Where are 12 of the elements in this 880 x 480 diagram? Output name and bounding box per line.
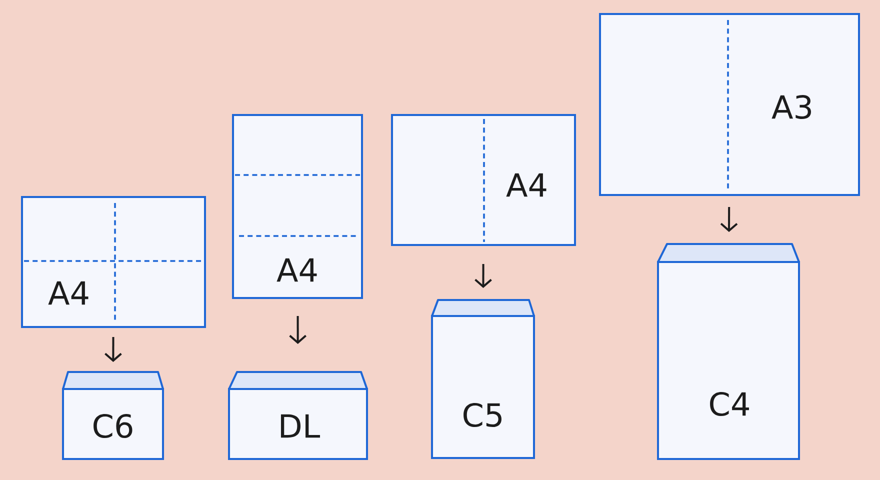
paper-sheet: A4 [21, 196, 206, 328]
paper-sheet: A4 [391, 114, 576, 246]
arrow [474, 264, 492, 288]
arrow [289, 316, 306, 344]
envelope: C6 [62, 371, 164, 460]
paper-sheet: A4 [232, 114, 363, 299]
envelope: C5 [431, 299, 535, 459]
arrow [720, 206, 738, 232]
envelope: C4 [657, 243, 800, 460]
arrow [104, 336, 122, 362]
envelope: DL [228, 371, 368, 460]
paper-sheet: A3 [599, 13, 860, 196]
